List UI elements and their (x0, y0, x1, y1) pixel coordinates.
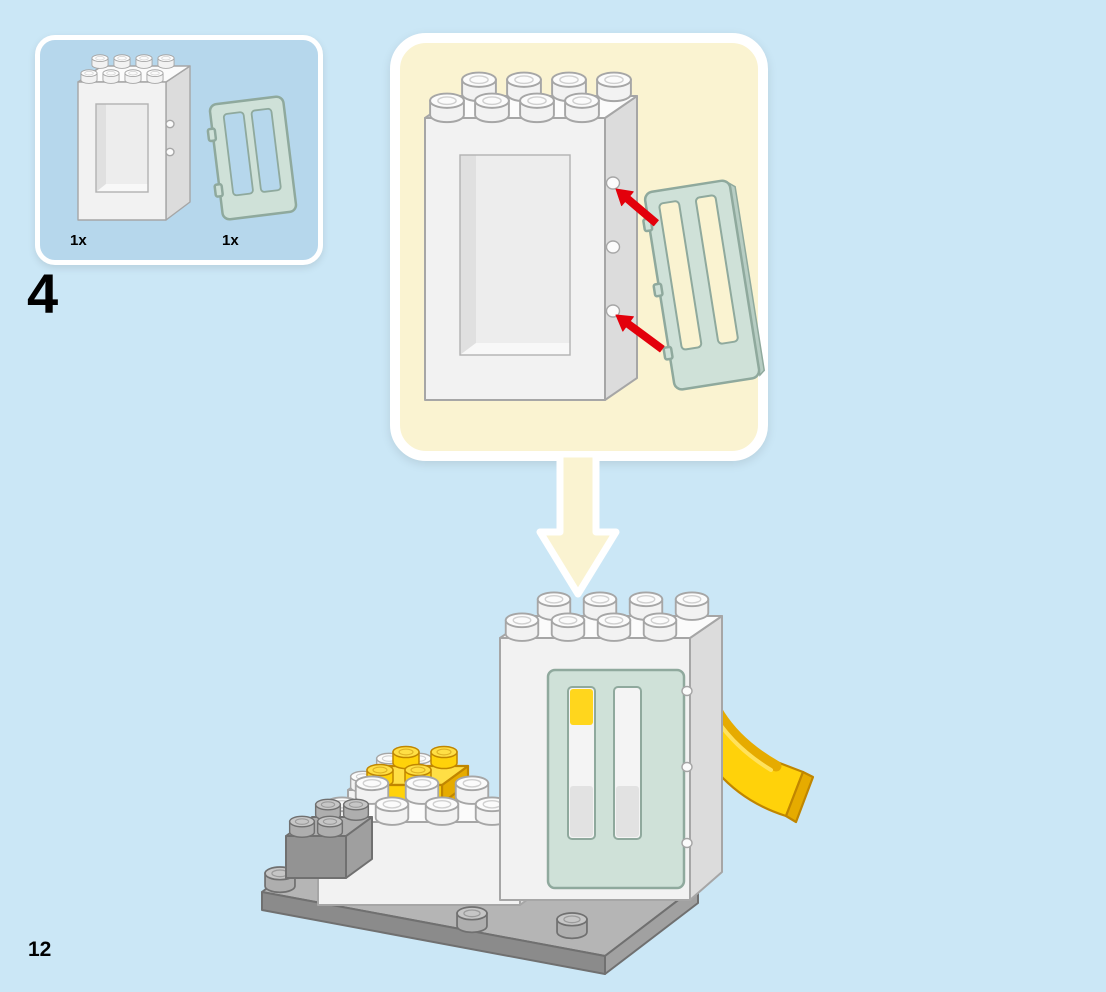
down-arrow-icon (536, 452, 620, 598)
frame-opening (96, 104, 148, 192)
frame-opening (460, 155, 570, 355)
mint-door-model-icon (546, 668, 693, 890)
assembly-detail-illustration (424, 71, 766, 401)
door-hinge-pegs (681, 685, 693, 849)
hinge-pegs (605, 176, 621, 318)
part-white-door-frame-icon (77, 54, 191, 221)
gray-2x2-brick-icon (285, 798, 373, 879)
hinge-arrow-top-icon (615, 188, 659, 227)
door-frame-large-icon (424, 71, 638, 401)
part-count-door-frame: 1x (70, 232, 87, 249)
page-number: 12 (28, 938, 52, 961)
part-mint-door-icon (206, 95, 298, 221)
step-number: 4 (27, 262, 59, 325)
parts-callout-box: 1x 1x (35, 35, 323, 265)
model-assembly-illustration (261, 591, 815, 975)
hinge-arrow-bottom-icon (615, 314, 665, 353)
parts-illustration (77, 54, 298, 221)
assembly-detail-panel (390, 33, 768, 461)
part-count-door: 1x (222, 232, 239, 249)
mint-door-large-icon (642, 179, 766, 391)
